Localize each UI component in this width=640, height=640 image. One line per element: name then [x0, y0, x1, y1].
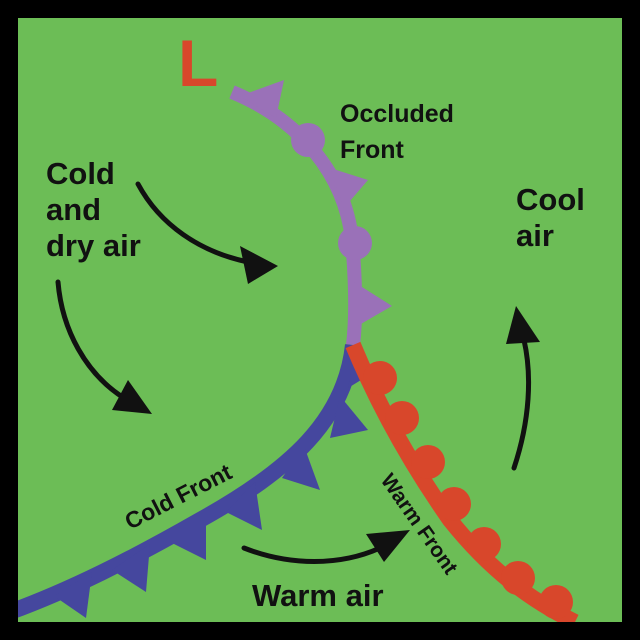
occluded-front-label-line-1: Occluded: [340, 100, 454, 128]
warm-front-semicircle-pip: [467, 527, 501, 561]
low-pressure-symbol: L: [178, 26, 218, 100]
occluded-front-triangle-pip: [330, 168, 368, 208]
occluded-front-semicircle-pip: [291, 123, 325, 157]
cold-dry-air-label-line-3: dry air: [46, 228, 141, 263]
warm-air-label: Warm air: [252, 578, 384, 613]
warm-front-semicircle-pip: [501, 561, 535, 595]
cool-air-label-line-1: Cool: [516, 182, 585, 217]
occluded-front-label-line-2: Front: [340, 136, 405, 164]
cold-front-triangle-pip: [170, 512, 206, 560]
arrowhead-icon: [240, 246, 278, 284]
arrowhead-icon: [366, 530, 410, 562]
cold-front-triangle-pip: [226, 482, 262, 530]
cool-air-arrow: [511, 337, 532, 471]
occluded-front: [229, 80, 392, 346]
occluded-front-label: Occluded Front: [340, 100, 461, 164]
warm-front-semicircle-pip: [539, 585, 573, 619]
cold-air-arrow-2: [55, 279, 127, 401]
arrowhead-icon: [112, 380, 152, 414]
cold-dry-air-label: Cold and dry air: [46, 156, 141, 263]
cool-air-label: Cool air: [516, 182, 594, 253]
warm-front-semicircle-pip: [363, 361, 397, 395]
map-background: [18, 18, 622, 622]
cold-front: [7, 344, 374, 620]
warm-front-semicircle-pip: [385, 401, 419, 435]
cold-front-triangle-pip: [330, 396, 368, 438]
warm-air-arrow: [241, 545, 383, 564]
warm-front: [345, 341, 579, 630]
warm-front-semicircle-pip: [437, 487, 471, 521]
warm-front-semicircle-pip: [411, 445, 445, 479]
arrowhead-icon: [506, 306, 540, 344]
occluded-front-triangle-pip: [240, 80, 284, 118]
cold-air-arrow-1: [135, 181, 251, 265]
cool-air-label-line-2: air: [516, 218, 554, 253]
occluded-front-semicircle-pip: [338, 226, 372, 260]
cold-front-triangle-pip: [282, 446, 320, 490]
occluded-front-triangle-pip: [354, 282, 392, 328]
cold-front-triangle-pip: [112, 544, 150, 592]
cold-front-triangle-pip: [54, 572, 92, 618]
air-flow-arrows: [55, 181, 540, 564]
cold-dry-air-label-line-2: and: [46, 192, 101, 227]
cold-dry-air-label-line-1: Cold: [46, 156, 115, 191]
